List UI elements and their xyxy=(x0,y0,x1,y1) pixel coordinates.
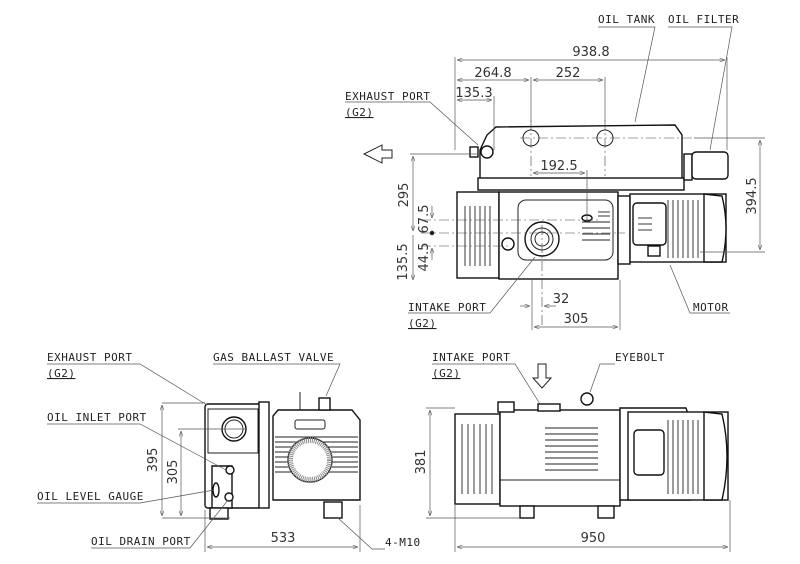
oil-filter xyxy=(683,151,729,181)
dim-295: 295 xyxy=(397,183,412,208)
label-oil-drain-port: OIL DRAIN PORT xyxy=(91,535,191,548)
pump-body xyxy=(456,191,619,280)
motor-front xyxy=(619,407,729,501)
eyebolt xyxy=(580,392,594,406)
label-intake-port-size: (G2) xyxy=(408,317,437,330)
dim-305: 305 xyxy=(166,460,181,485)
label-eyebolt: EYEBOLT xyxy=(615,351,665,364)
dim-252: 252 xyxy=(556,66,581,81)
label-exhaust-port-size: (G2) xyxy=(345,106,374,119)
dim-overall-length: 938.8 xyxy=(572,45,609,60)
label-motor: MOTOR xyxy=(693,301,729,314)
top-view: OIL TANK OIL FILTER EXHAUST PORT (G2) IN… xyxy=(345,13,765,330)
dim-length-950: 950 xyxy=(581,531,606,546)
dim-32: 32 xyxy=(553,292,570,307)
dim-394-5: 394.5 xyxy=(745,177,760,214)
label-intake-port: INTAKE PORT xyxy=(432,351,510,364)
dim-264-8: 264.8 xyxy=(474,66,511,81)
label-oil-level-gauge: OIL LEVEL GAUGE xyxy=(37,490,144,503)
dim-135-5: 135.5 xyxy=(396,243,411,280)
dim-height-395: 395 xyxy=(146,448,161,473)
intake-flow-arrow-icon xyxy=(531,363,553,389)
dim-192-5: 192.5 xyxy=(540,159,577,174)
label-intake-port-size: (G2) xyxy=(432,367,461,380)
dim-height-381: 381 xyxy=(414,450,429,475)
motor xyxy=(617,193,727,265)
dim-width-533: 533 xyxy=(271,531,296,546)
side-view: EXHAUST PORT (G2) GAS BALLAST VALVE OIL … xyxy=(37,351,421,552)
exhaust-fitting xyxy=(469,145,494,159)
dim-67-5: 67.5 xyxy=(417,205,432,234)
label-exhaust-port: EXHAUST PORT xyxy=(345,90,430,103)
pump-housing-side xyxy=(272,392,361,519)
label-intake-port: INTAKE PORT xyxy=(408,301,486,314)
dim-305: 305 xyxy=(564,312,589,327)
label-exhaust-port: EXHAUST PORT xyxy=(47,351,132,364)
front-view: INTAKE PORT (G2) EYEBOLT 381 950 xyxy=(414,351,731,552)
dim-44-5: 44.5 xyxy=(417,243,432,272)
flow-arrow-icon xyxy=(362,144,393,164)
dim-135-3: 135.3 xyxy=(455,86,492,101)
oil-tank xyxy=(477,124,685,191)
label-mount-bolts: 4-M10 xyxy=(385,536,421,549)
label-oil-filter: OIL FILTER xyxy=(668,13,739,26)
label-exhaust-port-size: (G2) xyxy=(47,367,76,380)
label-oil-inlet-port: OIL INLET PORT xyxy=(47,411,147,424)
label-oil-tank: OIL TANK xyxy=(598,13,655,26)
label-gas-ballast-valve: GAS BALLAST VALVE xyxy=(213,351,334,364)
